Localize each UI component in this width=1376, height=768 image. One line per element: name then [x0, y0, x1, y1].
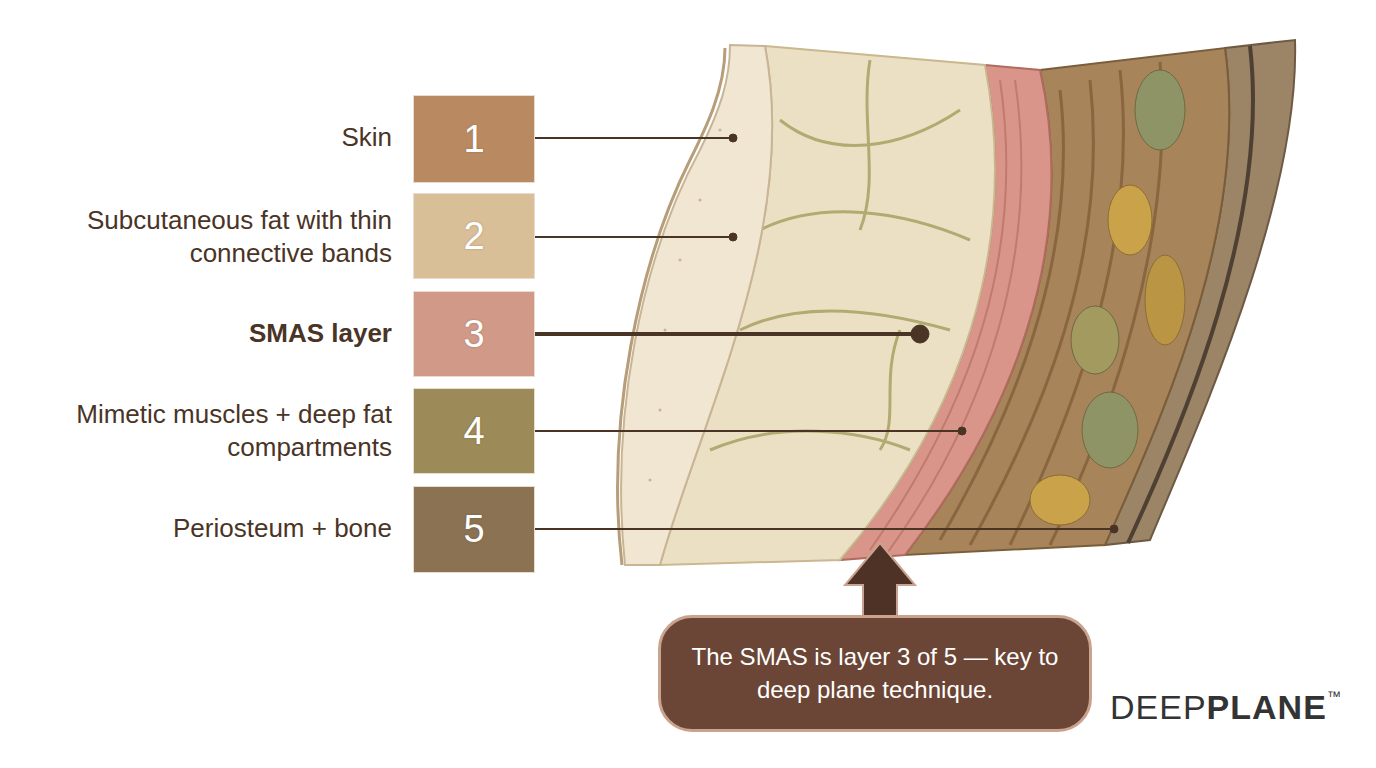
deep-fat	[1071, 306, 1119, 374]
trademark-mark: ™	[1327, 688, 1341, 704]
callout-number: 4	[463, 410, 484, 453]
deep-fat	[1030, 475, 1090, 525]
brand-logo: DEEPPLANE™	[1110, 688, 1341, 727]
logo-word: PLANE	[1207, 688, 1327, 726]
callout-number: 2	[463, 215, 484, 258]
layer-label: Periosteum + bone	[32, 512, 392, 545]
layer-swatch: 2	[413, 193, 535, 279]
deep-fat	[1108, 185, 1152, 255]
layer-swatch: 5	[413, 486, 535, 573]
layer-swatch: 3	[413, 291, 535, 377]
skin-surface	[618, 48, 725, 565]
skin-pores	[649, 129, 722, 482]
layer-label: Subcutaneous fat with thin connective ba…	[72, 204, 392, 271]
callout-text: The SMAS is layer 3 of 5 — key to deep p…	[685, 641, 1065, 706]
callout-arrow	[845, 543, 915, 617]
layer-swatch: 4	[413, 388, 535, 474]
callout-box: The SMAS is layer 3 of 5 — key to deep p…	[658, 615, 1092, 732]
logo-word: DEEP	[1110, 688, 1207, 726]
deep-fat	[1145, 255, 1185, 345]
layer-label: Skin	[32, 121, 392, 154]
layer-label: Mimetic muscles + deep fat compartments	[72, 398, 392, 465]
deep-fat	[1135, 70, 1185, 150]
layer-label: SMAS layer	[32, 317, 392, 350]
callout-number: 3	[463, 313, 484, 356]
callout-number: 5	[463, 508, 484, 551]
deep-fat	[1082, 392, 1138, 468]
layer-swatch: 1	[413, 95, 535, 183]
skin-layer	[621, 45, 772, 565]
callout-number: 1	[463, 118, 484, 161]
leader-lines	[535, 134, 1118, 533]
